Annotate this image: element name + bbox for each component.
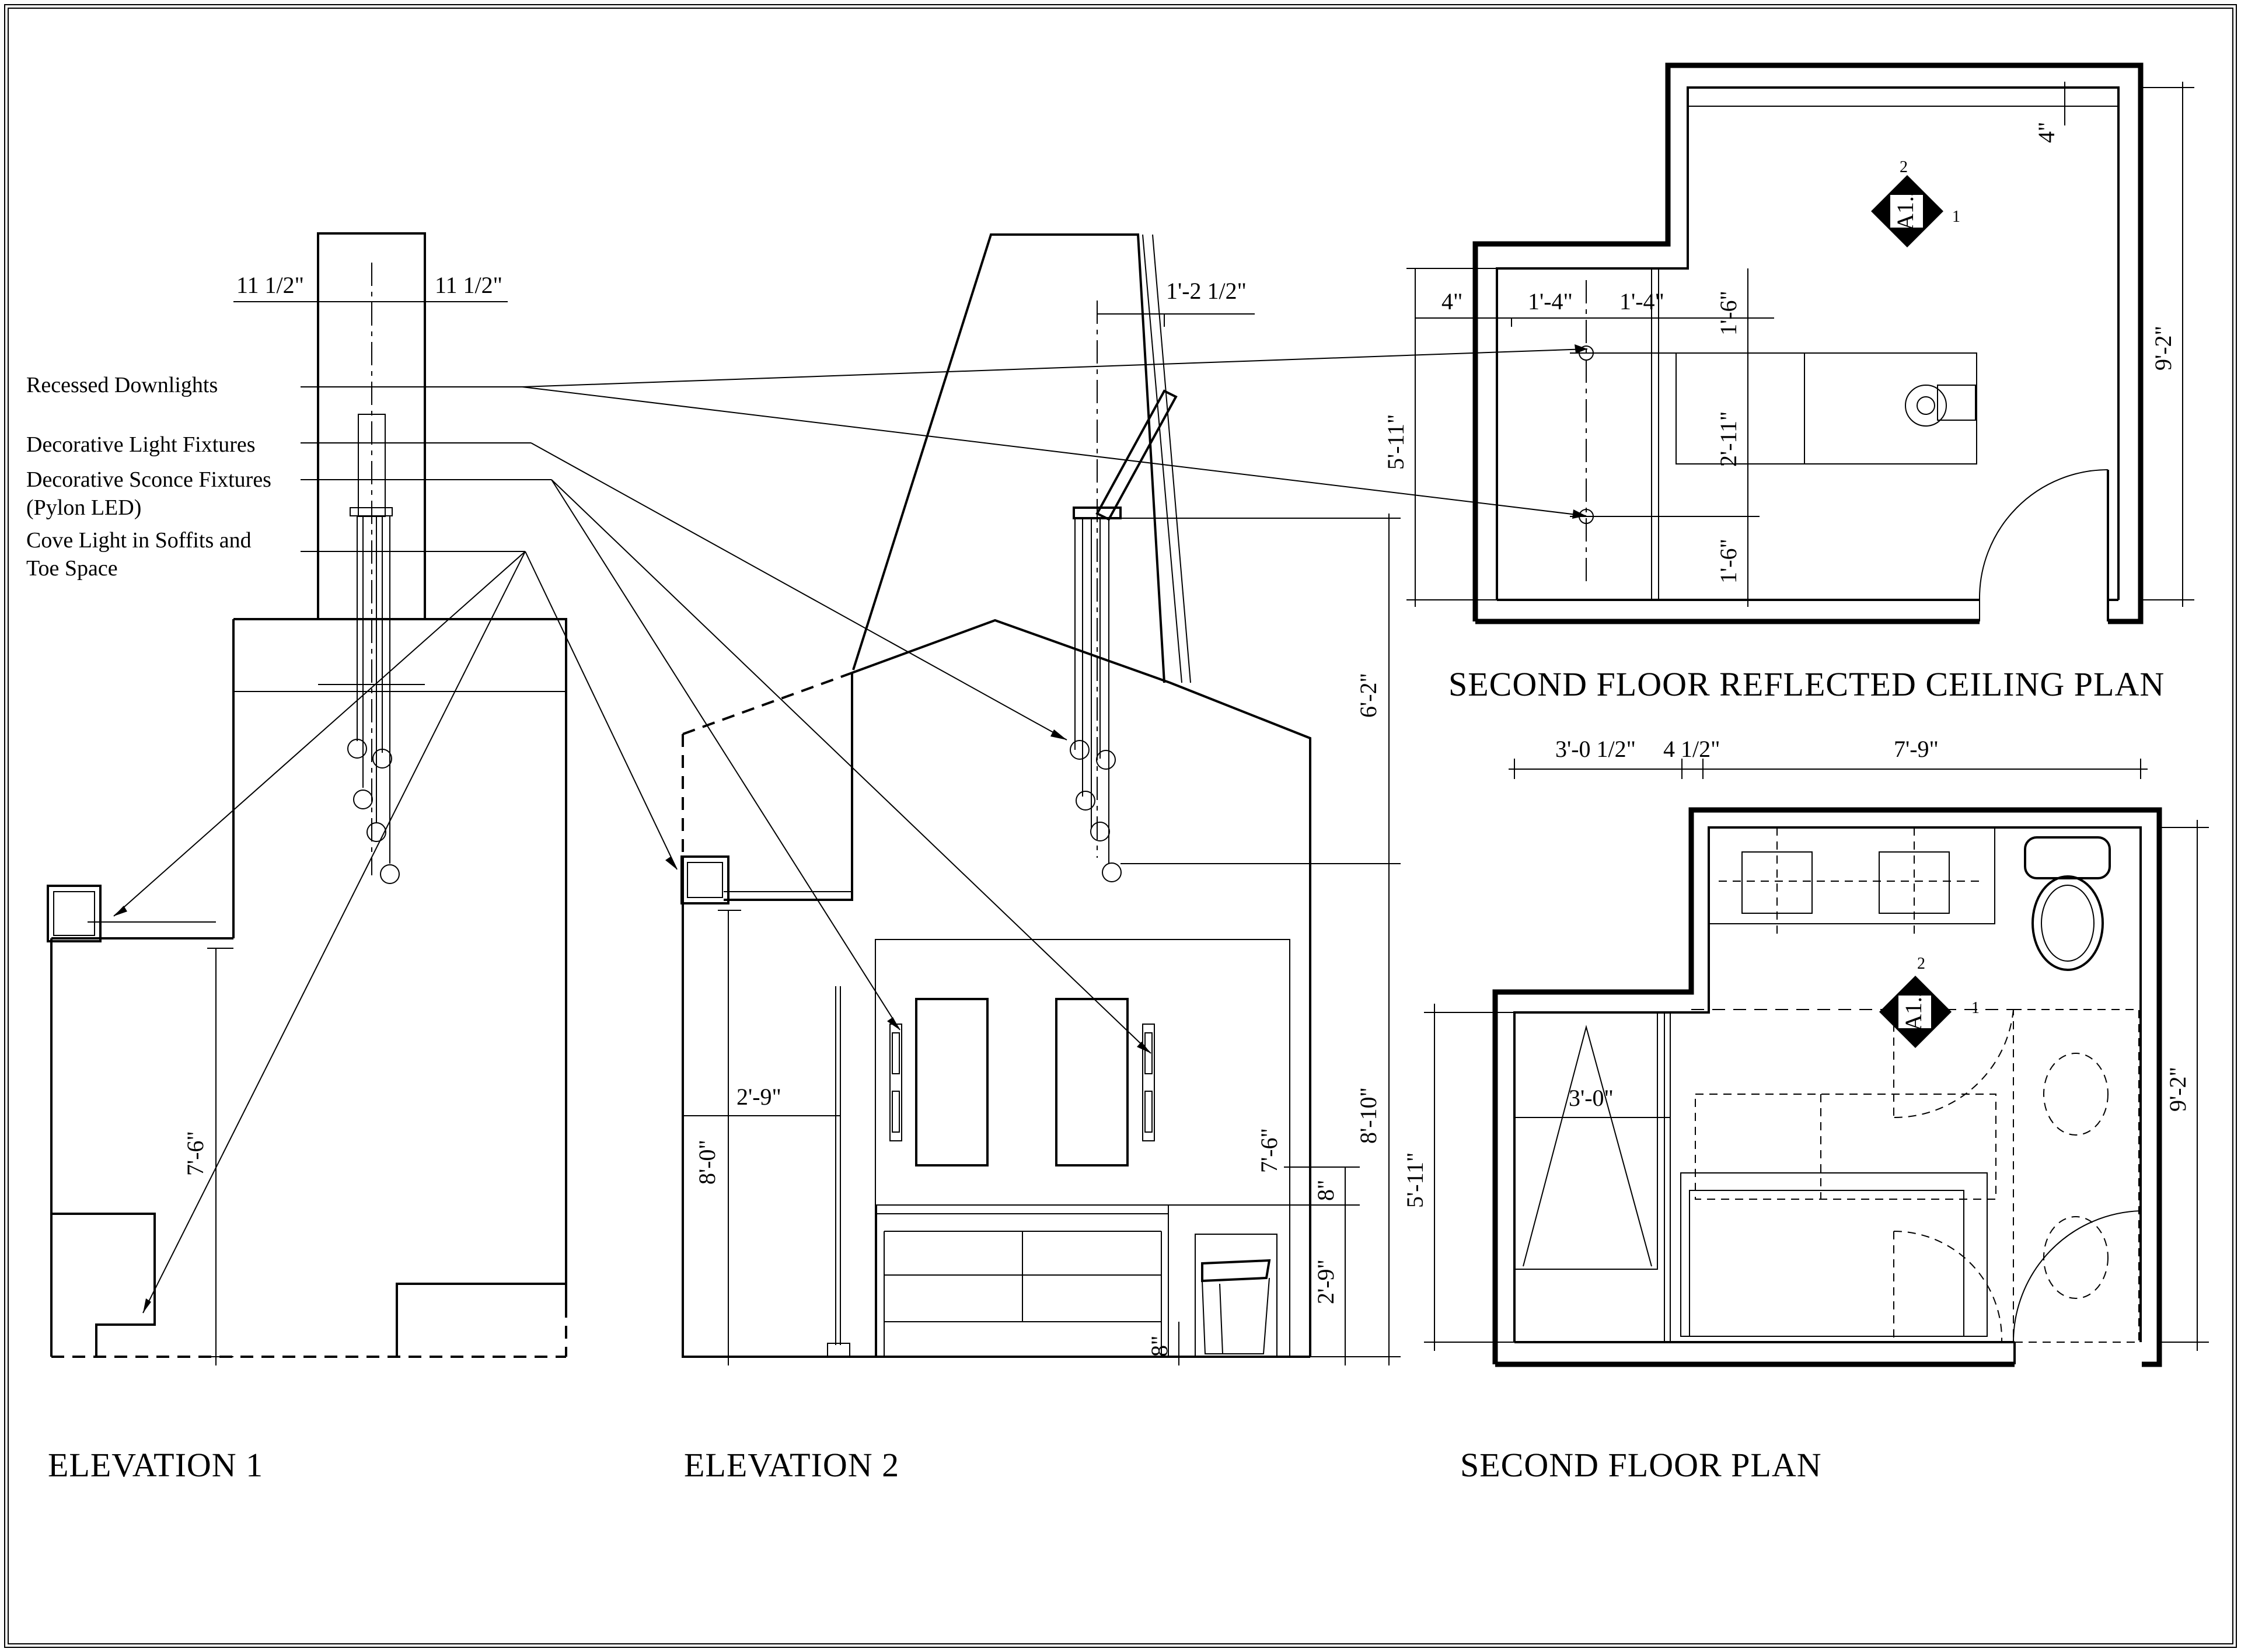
plan-dim-5-11: 5'-11" xyxy=(1402,1152,1428,1208)
rcp-section-marker: A1.2 2 1 xyxy=(1871,158,1960,247)
rcp-dim-2-11: 2'-11" xyxy=(1715,411,1741,467)
plan-dim-3-0: 3'-0" xyxy=(1569,1085,1614,1111)
note-sconce-type: (Pylon LED) xyxy=(26,495,141,520)
elev2-dim-height-right: 7'-6" xyxy=(1256,1128,1282,1173)
plan-section-marker: A1.2 2 1 xyxy=(1879,955,1980,1048)
plan-dim-7-9: 7'-9" xyxy=(1894,736,1939,762)
note-sconce-fixtures: Decorative Sconce Fixtures xyxy=(26,467,271,492)
rcp-marker-num-right: 1 xyxy=(1952,208,1960,226)
rcp-dim-1-4b: 1'-4" xyxy=(1619,288,1664,315)
elev2-dim-counter: 2'-9" xyxy=(1313,1259,1339,1304)
plan-marker-num-right: 1 xyxy=(1971,999,1980,1017)
elevation-2: 6'-2" 8'-10" 8" 2'-9" 7'-6" 8" 8'-0" 2'-… xyxy=(680,233,1401,1484)
plan-marker-num-top: 2 xyxy=(1917,955,1925,973)
elev2-dim-toe: 8" xyxy=(1146,1336,1172,1357)
note-toe-space: Toe Space xyxy=(26,556,118,581)
elev2-dim-top: 1'-2 1/2" xyxy=(1166,278,1247,304)
title-second-floor-plan: SECOND FLOOR PLAN xyxy=(1460,1446,1822,1484)
elevation-1: 11 1/2" 11 1/2" 7'-6" ELEVATION 1 xyxy=(47,232,567,1484)
plan-dim-9-2: 9'-2" xyxy=(2165,1067,2191,1112)
plan-dim-4-half: 4 1/2" xyxy=(1663,736,1720,762)
rcp-dim-9-2: 9'-2" xyxy=(2150,326,2176,371)
rcp-marker-num-top: 2 xyxy=(1900,158,1908,176)
title-elevation-2: ELEVATION 2 xyxy=(684,1446,899,1484)
reflected-ceiling-plan: 4" 1'-4" 1'-4" 5'-11" 1'-6" 2'-11" 1'-6"… xyxy=(1383,62,2194,703)
rcp-dim-4-top: 4" xyxy=(2033,122,2060,143)
plan-marker-sheet: A1.2 xyxy=(1900,985,1926,1031)
elev2-dim-overall: 8'-10" xyxy=(1355,1087,1381,1144)
plan-dim-3-0-half: 3'-0 1/2" xyxy=(1555,736,1636,762)
note-decorative-light-fixtures: Decorative Light Fixtures xyxy=(26,432,256,457)
leader-lines xyxy=(113,348,1588,1314)
note-cove-light: Cove Light in Soffits and xyxy=(26,528,252,553)
elev1-dim-height: 7'-6" xyxy=(182,1131,208,1176)
elev2-dim-backsplash: 8" xyxy=(1313,1180,1339,1201)
title-rcp: SECOND FLOOR REFLECTED CEILING PLAN xyxy=(1448,665,2165,703)
elev2-dim-height-left: 8'-0" xyxy=(694,1140,720,1185)
rcp-dim-1-6b: 1'-6" xyxy=(1715,539,1741,584)
sheet-border-outer xyxy=(4,4,2237,1648)
sheet-border-inner xyxy=(8,8,2233,1644)
elev1-dim-left: 11 1/2" xyxy=(236,272,304,298)
rcp-dim-1-6a: 1'-6" xyxy=(1715,291,1741,336)
fixture-notes: Recessed Downlights Decorative Light Fix… xyxy=(26,373,271,581)
rcp-dim-4: 4" xyxy=(1441,288,1462,315)
rcp-marker-sheet: A1.2 xyxy=(1892,184,1918,230)
rcp-dim-1-4a: 1'-4" xyxy=(1528,288,1573,315)
elev2-dim-upper: 6'-2" xyxy=(1355,673,1381,718)
elev2-dim-width: 2'-9" xyxy=(736,1084,781,1110)
title-elevation-1: ELEVATION 1 xyxy=(48,1446,263,1484)
note-recessed-downlights: Recessed Downlights xyxy=(26,373,218,397)
rcp-dim-5-11: 5'-11" xyxy=(1383,414,1409,470)
second-floor-plan: 3'-0 1/2" 4 1/2" 7'-9" 3'-0" 5'-11" 9'-2… xyxy=(1402,736,2209,1484)
elev1-dim-right: 11 1/2" xyxy=(435,272,502,298)
